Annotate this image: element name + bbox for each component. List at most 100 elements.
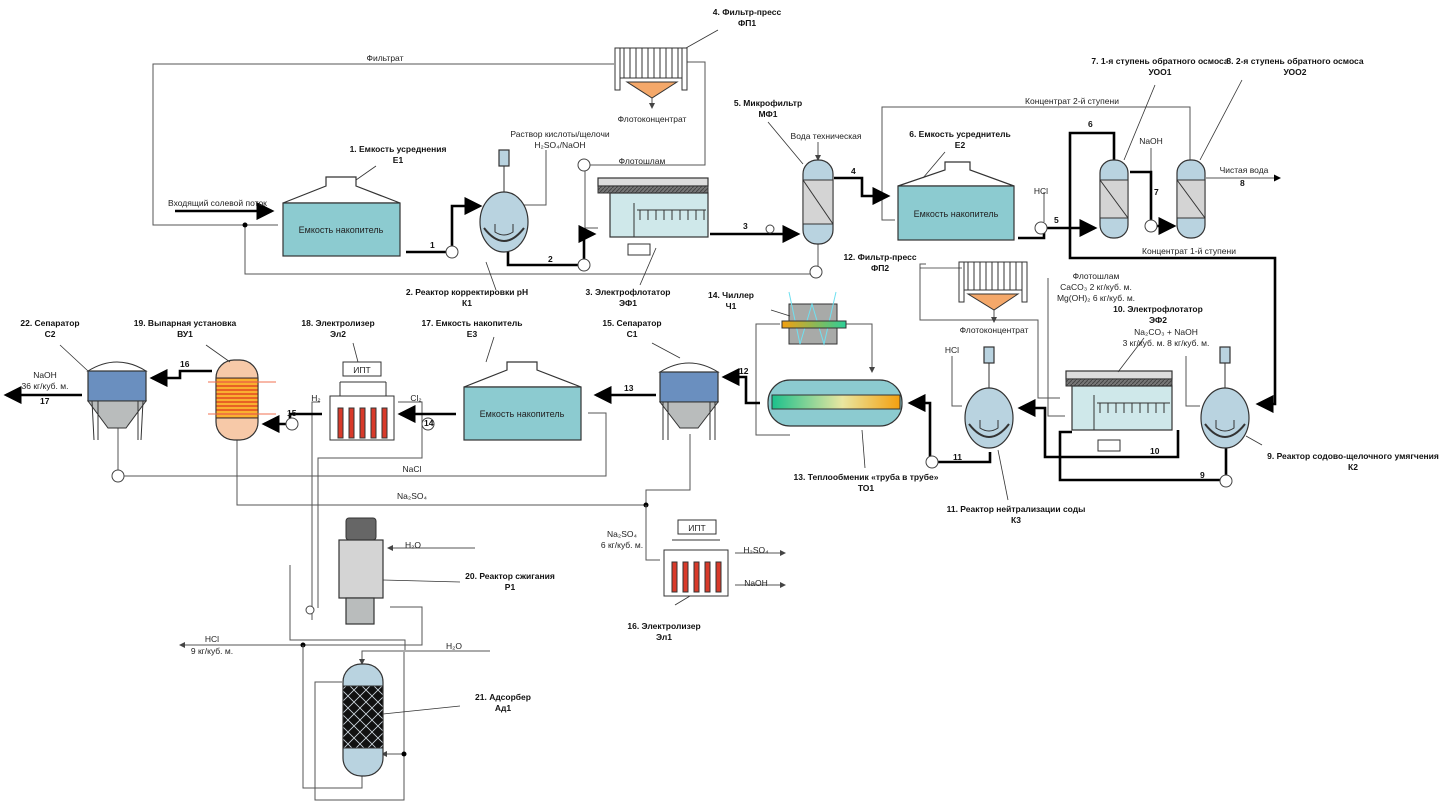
stream-number-14: 14 bbox=[424, 418, 434, 428]
svg-text:Ад1: Ад1 bbox=[495, 703, 512, 713]
equipment-vu1[interactable] bbox=[208, 359, 276, 441]
svg-text:Е1: Е1 bbox=[393, 155, 404, 165]
stream-5 bbox=[1018, 218, 1098, 240]
svg-text:ФП2: ФП2 bbox=[871, 263, 889, 273]
main-process-lines bbox=[3, 131, 1277, 482]
h2-line bbox=[311, 401, 320, 620]
stream-1 bbox=[406, 196, 483, 254]
pump-icon bbox=[305, 605, 315, 615]
svg-text:Е2: Е2 bbox=[955, 140, 966, 150]
svg-text:ФП1: ФП1 bbox=[738, 18, 756, 28]
flotosludge2-line bbox=[1047, 278, 1065, 417]
equipment-fp2[interactable] bbox=[958, 261, 1028, 311]
stream-number-4: 4 bbox=[851, 166, 856, 176]
stream-16 bbox=[149, 368, 212, 388]
pumps bbox=[285, 158, 1233, 615]
equipment-mf1[interactable] bbox=[802, 159, 834, 245]
equipment-e3[interactable]: Емкость накопитель bbox=[463, 361, 582, 441]
equipment-k3[interactable] bbox=[964, 346, 1014, 449]
equipment-ad1[interactable] bbox=[342, 663, 384, 777]
power-unit-label: ИПТ bbox=[353, 365, 370, 375]
svg-text:К1: К1 bbox=[462, 298, 472, 308]
leader-lines bbox=[59, 29, 1263, 715]
equipment-uoo2[interactable] bbox=[1176, 159, 1206, 239]
svg-text:Ч1: Ч1 bbox=[726, 301, 737, 311]
title-el2: 18. Электролизер bbox=[301, 318, 374, 328]
pump-icon bbox=[1144, 219, 1158, 233]
junction-dot bbox=[401, 751, 407, 757]
stream-number-10: 10 bbox=[1150, 446, 1160, 456]
stream-numbers: 1 2 3 4 5 6 7 8 9 10 11 12 13 14 15 16 1… bbox=[40, 119, 1245, 480]
label-caco3: CaCO₃ 2 кг/куб. м. bbox=[1060, 282, 1132, 292]
label-conc1: Концентрат 1-й ступени bbox=[1142, 246, 1236, 256]
label-hcl-out-a: HCl bbox=[205, 634, 219, 644]
equipment-ch1[interactable] bbox=[781, 291, 847, 346]
label-soda-a: Na₂CO₃ + NaOH bbox=[1134, 327, 1198, 337]
svg-text:УОО2: УОО2 bbox=[1283, 67, 1306, 77]
svg-text:УОО1: УОО1 bbox=[1148, 67, 1171, 77]
equipment-to1[interactable] bbox=[767, 379, 903, 427]
title-mf1: 5. Микрофильтр bbox=[734, 98, 802, 108]
stream-number-16: 16 bbox=[180, 359, 190, 369]
concentrate2-line bbox=[881, 106, 1191, 221]
title-ef1: 3. Электрофлотатор bbox=[586, 287, 671, 297]
na2so4-line bbox=[236, 434, 691, 506]
stream-number-7: 7 bbox=[1154, 187, 1159, 197]
svg-text:ВУ1: ВУ1 bbox=[177, 329, 193, 339]
label-h2so4: H₂SO₄ bbox=[743, 545, 769, 555]
title-uoo2: 8. 2-я ступень обратного осмоса bbox=[1226, 56, 1363, 66]
equipment-e2[interactable]: Емкость накопитель bbox=[897, 161, 1015, 241]
title-vu1: 19. Выпарная установка bbox=[134, 318, 237, 328]
equipment-k1[interactable] bbox=[479, 149, 529, 253]
label-cl2: Cl₂ bbox=[410, 393, 421, 403]
title-k1: 2. Реактор корректировки pH bbox=[406, 287, 528, 297]
equipment-c1[interactable] bbox=[658, 362, 720, 440]
svg-text:ТО1: ТО1 bbox=[858, 483, 875, 493]
pump-icon bbox=[809, 265, 823, 279]
label-reagent-a: Раствор кислоты/щелочи bbox=[510, 129, 610, 139]
title-uoo1: 7. 1-я ступень обратного осмоса bbox=[1091, 56, 1228, 66]
stream-12 bbox=[721, 367, 760, 405]
equipment-c2[interactable] bbox=[86, 361, 148, 441]
stream-number-3: 3 bbox=[743, 221, 748, 231]
equipment-el1[interactable]: ИПТ bbox=[663, 519, 729, 597]
label-na2so4-b: 6 кг/куб. м. bbox=[601, 540, 643, 550]
label-na2so4-line: Na₂SO₄ bbox=[397, 491, 427, 501]
stream-number-1: 1 bbox=[430, 240, 435, 250]
title-r1: 20. Реактор сжигания bbox=[465, 571, 555, 581]
label-h2: H₂ bbox=[311, 393, 320, 403]
equipment-ef1[interactable] bbox=[597, 177, 709, 256]
pump-icon bbox=[445, 245, 459, 259]
label-naoh-ro: NaOH bbox=[1139, 136, 1163, 146]
svg-text:К2: К2 bbox=[1348, 462, 1358, 472]
equipment-ef2[interactable] bbox=[1065, 370, 1173, 452]
equipment-fp1[interactable] bbox=[614, 47, 688, 99]
label-hcl-k3: HCl bbox=[945, 345, 959, 355]
label-h2o-r1: H₂O bbox=[405, 540, 421, 550]
title-el1: 16. Электролизер bbox=[627, 621, 700, 631]
equipment-k2[interactable] bbox=[1200, 346, 1250, 449]
e3-inner-label: Емкость накопитель bbox=[480, 409, 565, 419]
equipment-e1[interactable]: Емкость накопитель bbox=[282, 176, 401, 257]
label-clean-water: Чистая вода bbox=[1220, 165, 1269, 175]
chiller-loop-left bbox=[755, 323, 790, 436]
stream-7 bbox=[1130, 170, 1177, 236]
equipment-uoo1[interactable] bbox=[1099, 159, 1129, 239]
svg-text:ЭФ2: ЭФ2 bbox=[1149, 315, 1167, 325]
equipment-el2[interactable]: ИПТ bbox=[329, 361, 395, 441]
stream-number-2: 2 bbox=[548, 254, 553, 264]
motor-icon bbox=[983, 346, 995, 364]
svg-text:Е3: Е3 bbox=[467, 329, 478, 339]
label-na2so4-a: Na₂SO₄ bbox=[607, 529, 637, 539]
title-to1: 13. Теплообменик «труба в трубе» bbox=[794, 472, 939, 482]
motor-icon bbox=[498, 149, 510, 167]
concentrate1-line bbox=[1068, 228, 1277, 414]
title-e3: 17. Емкость накопитель bbox=[422, 318, 523, 328]
svg-text:К3: К3 bbox=[1011, 515, 1021, 525]
stream-number-11: 11 bbox=[953, 452, 962, 462]
equipment-r1[interactable] bbox=[338, 517, 384, 625]
label-nacl: NaCl bbox=[403, 464, 422, 474]
label-filtrate: Фильтрат bbox=[367, 53, 404, 63]
e1-inner-label: Емкость накопитель bbox=[299, 225, 384, 235]
